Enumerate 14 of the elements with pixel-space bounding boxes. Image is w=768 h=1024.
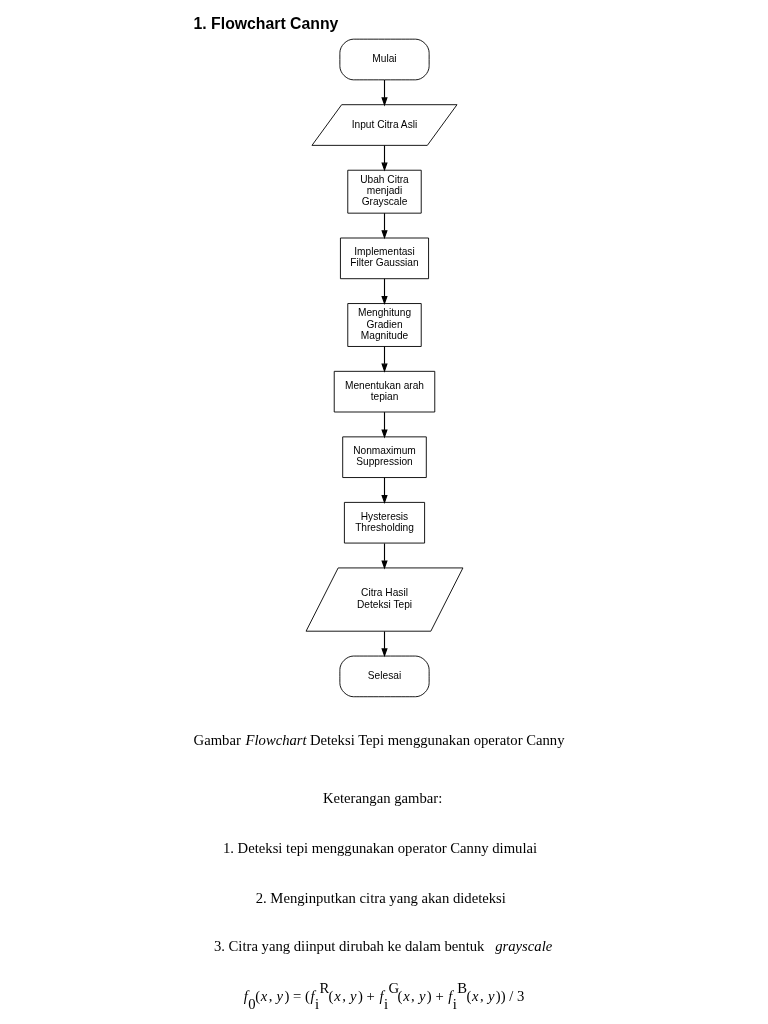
node-box: Implementasi Filter Gaussian xyxy=(339,237,429,280)
node-box: Ubah Citra menjadi Grayscale xyxy=(346,169,422,214)
label: 2. Menginputkan citra yang akan dideteksi xyxy=(255,889,506,906)
node-box: Menentukan arah tepian xyxy=(333,370,435,413)
label: Keterangan gambar: xyxy=(322,790,442,807)
diagram-title: 1. Flowchart Canny xyxy=(193,15,338,33)
node-box: Menghitung Gradien Magnitude xyxy=(346,303,422,347)
node-box: Mulai xyxy=(338,38,430,81)
node-box: Hysteresis Thresholding xyxy=(343,501,425,544)
node-box: Selesai xyxy=(338,655,430,698)
node-box: Nonmaximum Suppression xyxy=(341,436,427,478)
label: 1. Deteksi tepi menggunakan operator Canny dimulai xyxy=(222,840,537,857)
label: 3. Citra yang diinput dirubah ke dalam bentuk grayscale xyxy=(213,938,552,955)
caption: Gambar Flowchart Deteksi Tepi menggunakan operator Canny xyxy=(193,731,565,748)
